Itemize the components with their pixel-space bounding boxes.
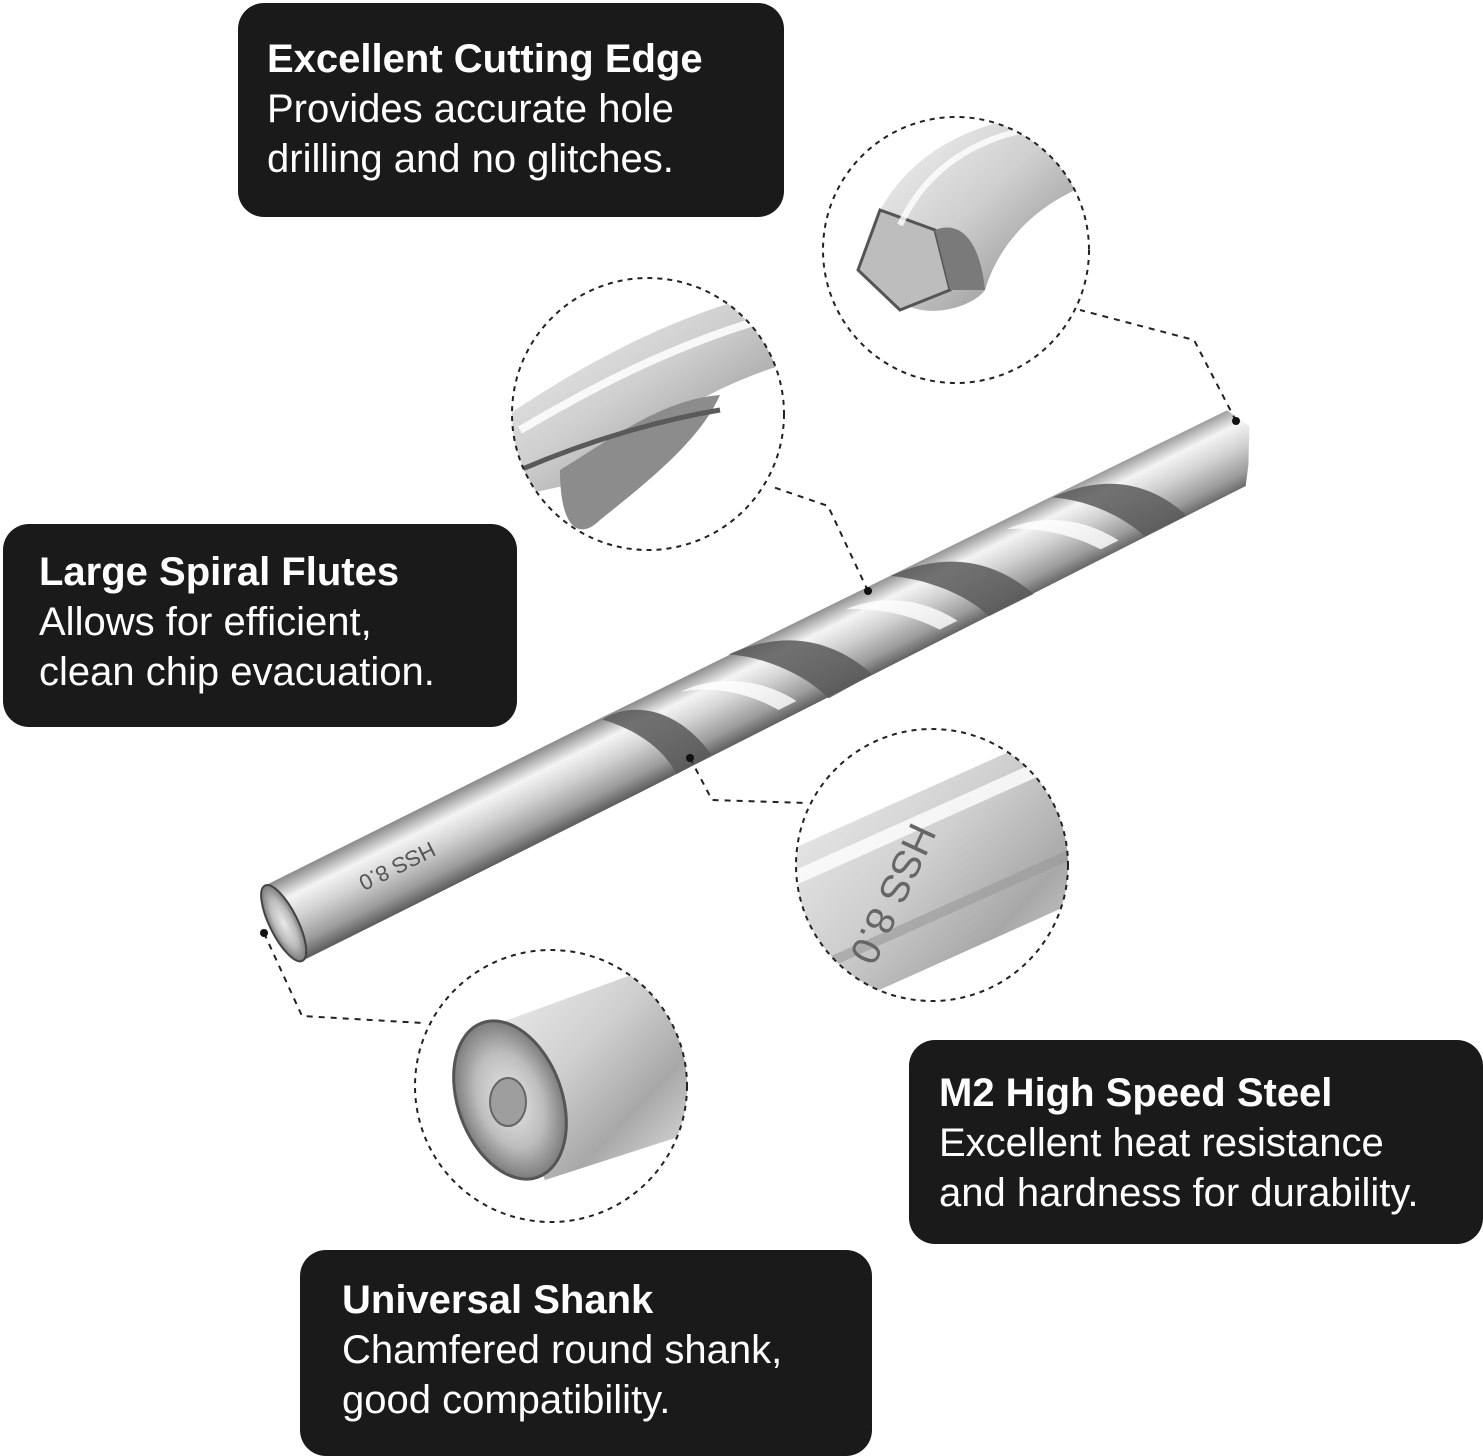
leader-high-speed-steel <box>689 757 809 804</box>
zoom-high-speed-steel: HSS 8.0 <box>795 728 1069 1002</box>
callout-cutting-edge-title: Excellent Cutting Edge <box>267 37 703 81</box>
callout-universal-shank-body: Chamfered round shank, good compatibilit… <box>342 1328 783 1422</box>
drill-flutes <box>602 483 1187 775</box>
anchor-dot-steel <box>686 754 694 762</box>
drill-shank <box>264 716 643 961</box>
anchor-dot-shank <box>260 929 268 937</box>
callout-spiral-flutes-body: Allows for efficient, clean chip evacuat… <box>39 600 435 694</box>
drill-shank-end <box>260 884 308 963</box>
callout-cutting-edge-body: Provides accurate hole drilling and no g… <box>267 87 674 181</box>
callout-spiral-flutes-title: Large Spiral Flutes <box>39 550 400 594</box>
zoom-spiral-flutes <box>511 277 785 551</box>
drill-bit: HSS 8.0 <box>260 410 1250 963</box>
leader-universal-shank <box>263 932 424 1024</box>
callout-high-speed-steel: M2 High Speed Steel Excellent heat resis… <box>909 1040 1483 1244</box>
leader-lines <box>263 309 1237 1024</box>
zoom-cutting-edge <box>822 116 1090 384</box>
callout-universal-shank-title: Universal Shank <box>342 1278 654 1322</box>
callout-high-speed-steel-title: M2 High Speed Steel <box>939 1071 1333 1115</box>
callout-spiral-flutes: Large Spiral Flutes Allows for efficient… <box>3 524 517 727</box>
anchor-dot-cutting <box>1232 417 1240 425</box>
leader-spiral-flutes <box>769 485 869 592</box>
callout-universal-shank: Universal Shank Chamfered round shank, g… <box>300 1250 872 1456</box>
callout-cutting-edge: Excellent Cutting Edge Provides accurate… <box>238 3 784 217</box>
anchor-dot-flutes <box>864 587 872 595</box>
zoom-universal-shank <box>414 949 688 1223</box>
leader-cutting-edge <box>1079 309 1237 422</box>
callout-high-speed-steel-body: Excellent heat resistance and hardness f… <box>939 1121 1419 1215</box>
